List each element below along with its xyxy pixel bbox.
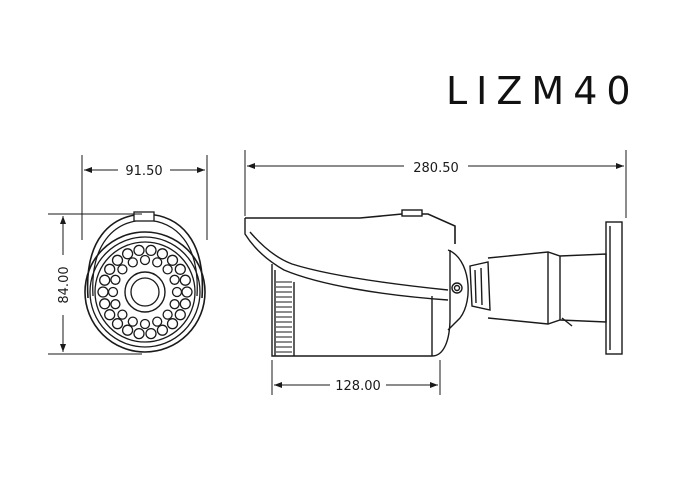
ir-led	[171, 286, 183, 298]
total-length-label: 280.50	[413, 161, 459, 176]
side-view	[244, 209, 623, 357]
ir-led	[97, 286, 109, 298]
ir-led	[169, 274, 180, 285]
ir-led	[152, 257, 163, 268]
ir-led	[117, 264, 128, 275]
ir-led	[181, 286, 193, 298]
ir-led	[121, 248, 134, 260]
ir-led	[104, 309, 116, 321]
front-width-dimension	[81, 155, 208, 240]
ir-led	[145, 327, 157, 340]
ir-led	[127, 257, 138, 268]
ir-led	[107, 286, 119, 298]
housing-length-label: 128.00	[335, 379, 381, 394]
ir-led-ring	[97, 244, 193, 340]
lens-ribs	[276, 281, 292, 353]
ir-led	[145, 244, 157, 257]
ir-led	[174, 309, 186, 321]
ir-led	[156, 324, 169, 336]
ir-led	[169, 299, 180, 310]
housing-length-dimension	[271, 360, 441, 395]
total-length-dimension	[244, 150, 627, 218]
ir-led	[166, 254, 179, 266]
ir-led	[156, 248, 169, 260]
front-height-dimension	[48, 213, 142, 355]
ir-led	[174, 263, 186, 275]
ir-led	[110, 299, 121, 310]
ir-led	[133, 327, 145, 340]
front-height-label: 84.00	[57, 266, 72, 303]
ir-led	[127, 316, 138, 327]
ir-led	[139, 254, 151, 266]
ir-led	[99, 298, 111, 310]
ir-led	[121, 324, 134, 336]
ir-led	[133, 244, 145, 257]
ir-led	[110, 274, 121, 285]
ir-led	[139, 318, 151, 330]
ir-led	[117, 309, 128, 320]
front-view	[84, 211, 206, 353]
ir-led	[111, 318, 124, 330]
ir-led	[162, 309, 173, 320]
ir-led	[166, 318, 179, 330]
ir-led	[162, 264, 173, 275]
ir-led	[99, 274, 111, 286]
ir-led	[152, 316, 163, 327]
ir-led	[104, 263, 116, 275]
front-width-label: 91.50	[125, 164, 162, 179]
ir-led	[179, 298, 191, 310]
model-title: LIZM40	[446, 69, 640, 113]
ir-led	[179, 274, 191, 286]
ir-led	[111, 254, 124, 266]
